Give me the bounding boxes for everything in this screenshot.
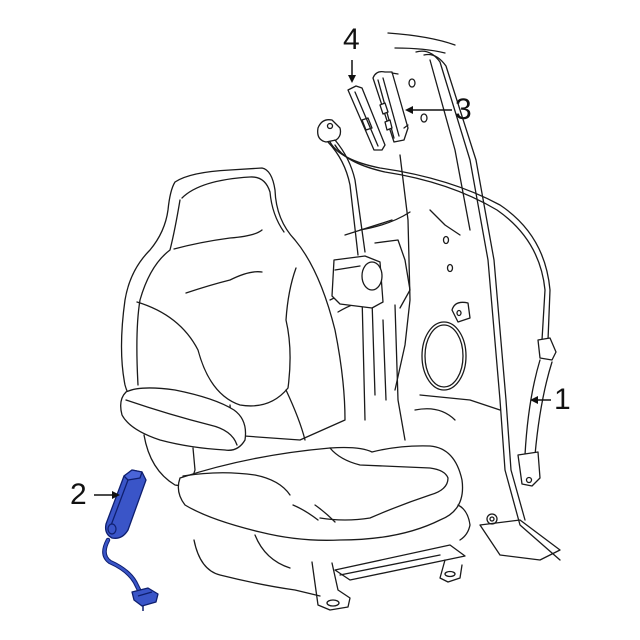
part-3-height-adjuster [372,70,409,143]
callout-arrows [94,60,551,499]
callout-2: 2 [70,478,87,511]
part-2-buckle-highlighted [102,469,159,611]
callout-3: 3 [455,93,472,126]
armrest [120,387,247,487]
part-4-adjuster-cover [347,85,386,151]
seat [120,167,346,441]
callout-4: 4 [343,23,360,56]
callout-1: 1 [554,383,571,416]
part-1-seat-belt [317,119,557,487]
pillar-frame [387,32,561,561]
seat-cushion [177,445,471,611]
